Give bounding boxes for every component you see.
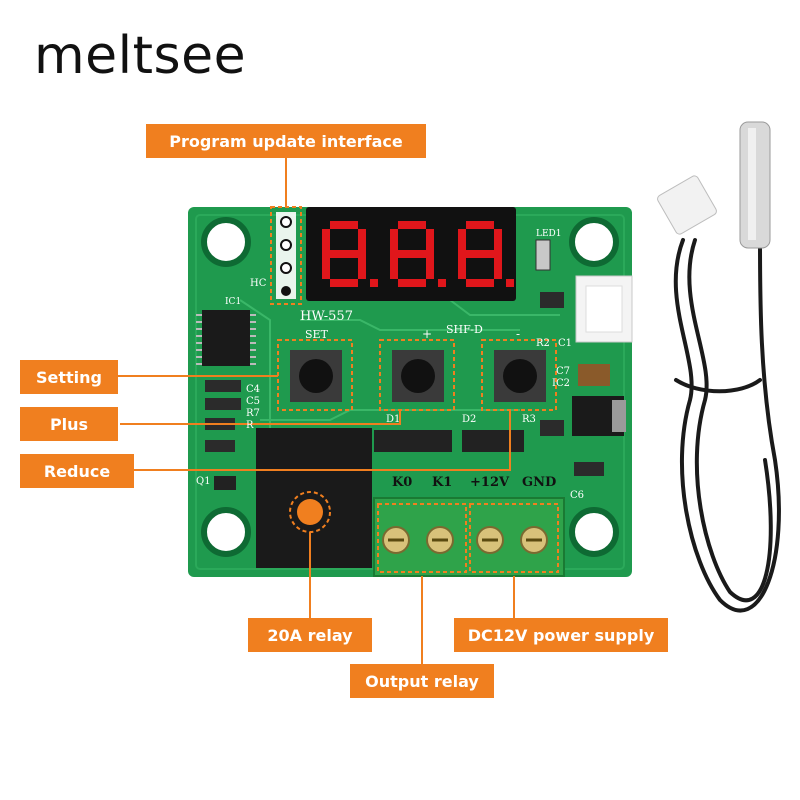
display-segment [358,254,366,279]
display-segment [466,221,494,229]
silkscreen-q1-label: Q1 [196,476,211,487]
terminal-label: K0 [392,475,412,490]
silkscreen-c4-label: C4 [246,384,260,395]
button-set [277,339,353,411]
button-minus [481,339,557,411]
probe-sensor [739,121,771,249]
terminal-screws [382,526,548,554]
diode-d1 [374,430,452,452]
silkscreen-plus-label: + [422,327,432,341]
ic1-chip [196,310,256,366]
display-decimal-point [370,279,378,287]
terminal-label: K1 [432,475,452,490]
silkscreen-ic2-label: IC2 [552,378,570,389]
display-segment [426,229,434,254]
display-segment [398,221,426,229]
seven-segment-display [306,207,516,301]
display-segment [494,254,502,279]
silkscreen-r7-label: R7 [246,408,260,419]
display-segment [322,229,330,254]
transistor-q1 [214,476,236,490]
silkscreen-d2-label: D2 [462,414,476,425]
silkscreen-model-label: HW-557 [300,309,353,324]
silkscreen-hc-label: HC [250,278,267,289]
callout-20a-relay: 20A relay [248,618,372,652]
callout-reduce: Reduce [20,454,134,488]
terminal-block [373,497,565,577]
silkscreen-d1-label: D1 [386,414,400,425]
callout-leader-lines [118,158,515,668]
display-segment [330,279,358,287]
display-segment [390,229,398,254]
silkscreen-c1-label: C1 [558,338,572,349]
button-plus [379,339,455,411]
silkscreen-c5-label: C5 [246,396,260,407]
display-segment [390,254,398,279]
callout-setting: Setting [20,360,118,394]
display-segment [458,229,466,254]
silkscreen-r-label: R [246,420,254,431]
probe-connector [575,275,633,343]
display-segment [466,250,494,258]
callout-plus: Plus [20,407,118,441]
display-segment [458,254,466,279]
display-segment [398,279,426,287]
silkscreen-set-label: SET [305,328,329,341]
silkscreen-minus-label: - [516,327,520,341]
callout-output-relay: Output relay [350,664,494,698]
silkscreen-ic1-label: IC1 [225,297,241,307]
terminal-label: GND [522,475,556,490]
mounting-holes [201,217,619,557]
display-segment [330,221,358,229]
silkscreen-r2-label: R2 [536,338,550,349]
display-segment [330,250,358,258]
ic2-chip [572,396,626,436]
brand-logo: meltsee [34,26,247,86]
silkscreen-shf-d-label: SHF-D [446,323,483,336]
display-decimal-point [438,279,446,287]
display-segment [358,229,366,254]
callout-dc12v-power-supply: DC12V power supply [454,618,668,652]
relay-20a [256,428,372,568]
silkscreen-c6-label: C6 [570,490,584,501]
silkscreen-r3-label: R3 [522,414,536,425]
temperature-probe-cable [673,238,781,613]
silkscreen-led1-label: LED1 [536,229,562,239]
display-segment [466,279,494,287]
silkscreen-c7-label: C7 [556,366,570,377]
callout-program-update-interface: Program update interface [146,124,426,158]
display-segment [426,254,434,279]
led1 [535,239,551,271]
terminal-label: +12V [470,475,510,490]
probe-plug [657,175,717,235]
display-segment [494,229,502,254]
diode-d2 [462,430,524,452]
display-segment [398,250,426,258]
display-decimal-point [506,279,514,287]
display-segment [322,254,330,279]
